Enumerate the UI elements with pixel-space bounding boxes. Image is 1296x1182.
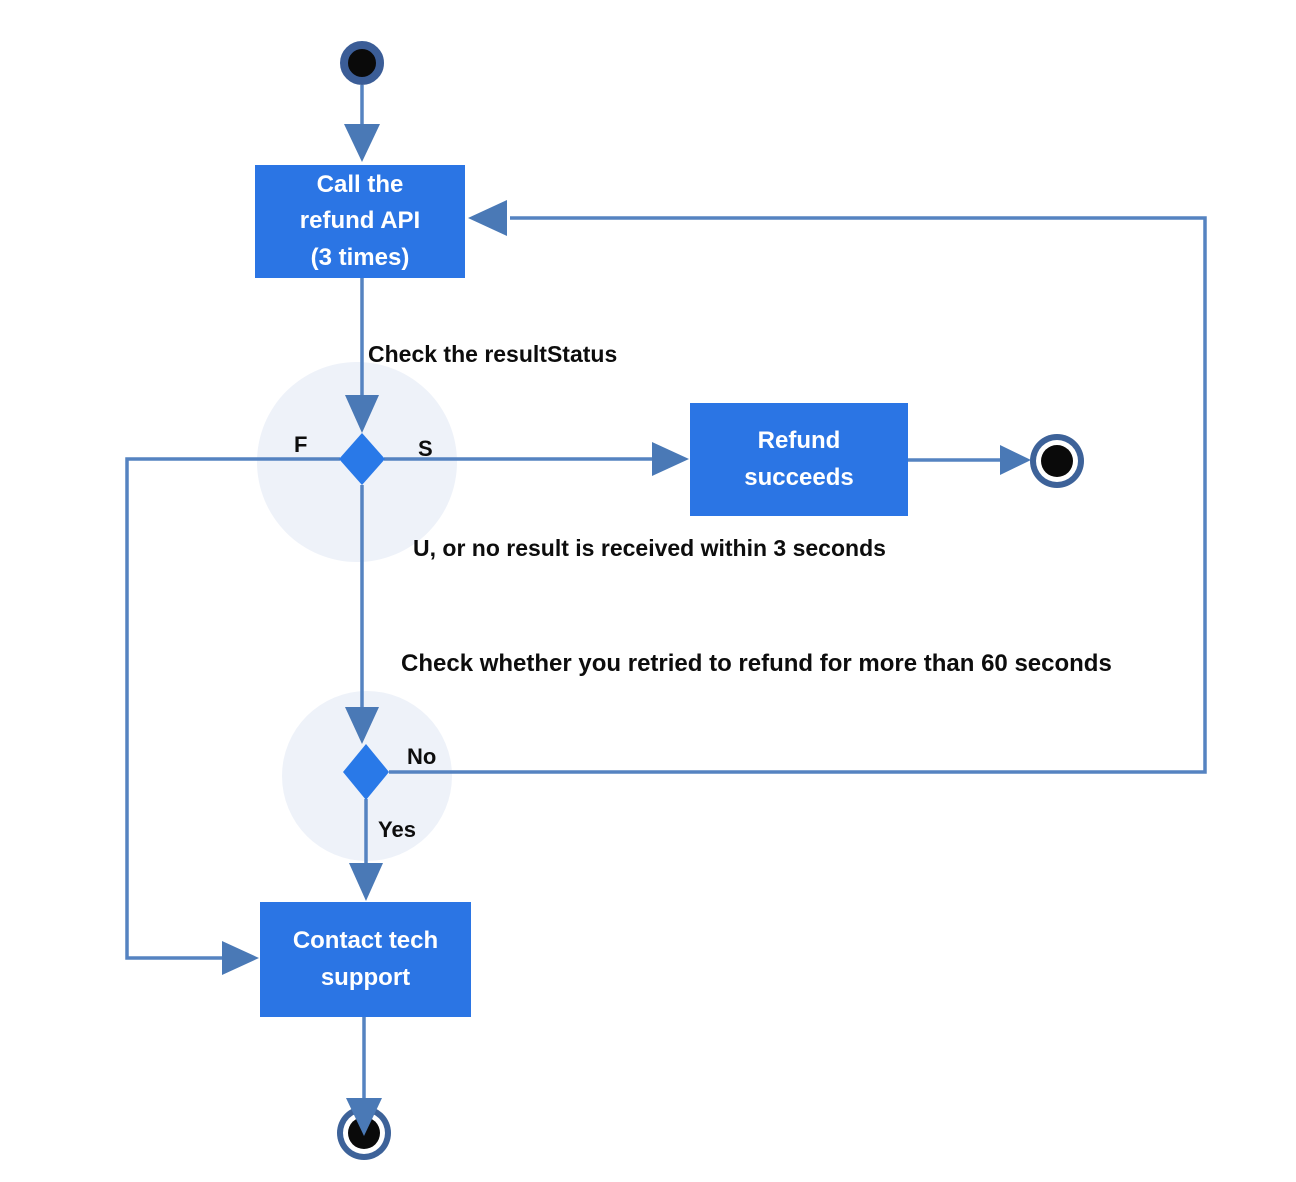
arrowhead-into-refund xyxy=(652,442,689,476)
arrowhead-into-support-left xyxy=(222,941,259,975)
activity-refund-succeeds: Refund succeeds xyxy=(690,403,908,516)
activity-call-refund-api: Call the refund API (3 times) xyxy=(255,165,465,278)
arrowhead-into-call-top xyxy=(344,124,380,162)
final-node-core xyxy=(1041,445,1073,477)
arrowhead-into-final-success xyxy=(1000,445,1031,475)
guard-label-yes: Yes xyxy=(378,817,416,842)
arrowhead-into-call-right xyxy=(468,200,507,236)
edge-label-check-retry-60s: Check whether you retried to refund for … xyxy=(401,650,1112,677)
edge-no-loop-to-call xyxy=(389,216,1207,774)
arrowhead-into-final-support xyxy=(346,1098,382,1136)
decision-result-status xyxy=(339,433,385,485)
edge-label-check-result-status: Check the resultStatus xyxy=(368,341,618,367)
final-node-success xyxy=(1030,434,1084,488)
edge-label-u-or-no-result: U, or no result is received within 3 sec… xyxy=(413,535,886,561)
guard-label-fail: F xyxy=(294,432,308,457)
guard-label-no: No xyxy=(407,744,437,769)
arrowhead-into-support-top xyxy=(349,863,383,901)
initial-node xyxy=(340,41,384,85)
arrowhead-into-decision1 xyxy=(345,395,379,433)
activity-contact-tech-support: Contact tech support xyxy=(260,902,471,1017)
arrowhead-into-decision2 xyxy=(345,707,379,744)
decision-retry-60s xyxy=(343,744,389,800)
edge-fail-to-support xyxy=(125,457,340,960)
guard-label-success: S xyxy=(418,436,433,461)
